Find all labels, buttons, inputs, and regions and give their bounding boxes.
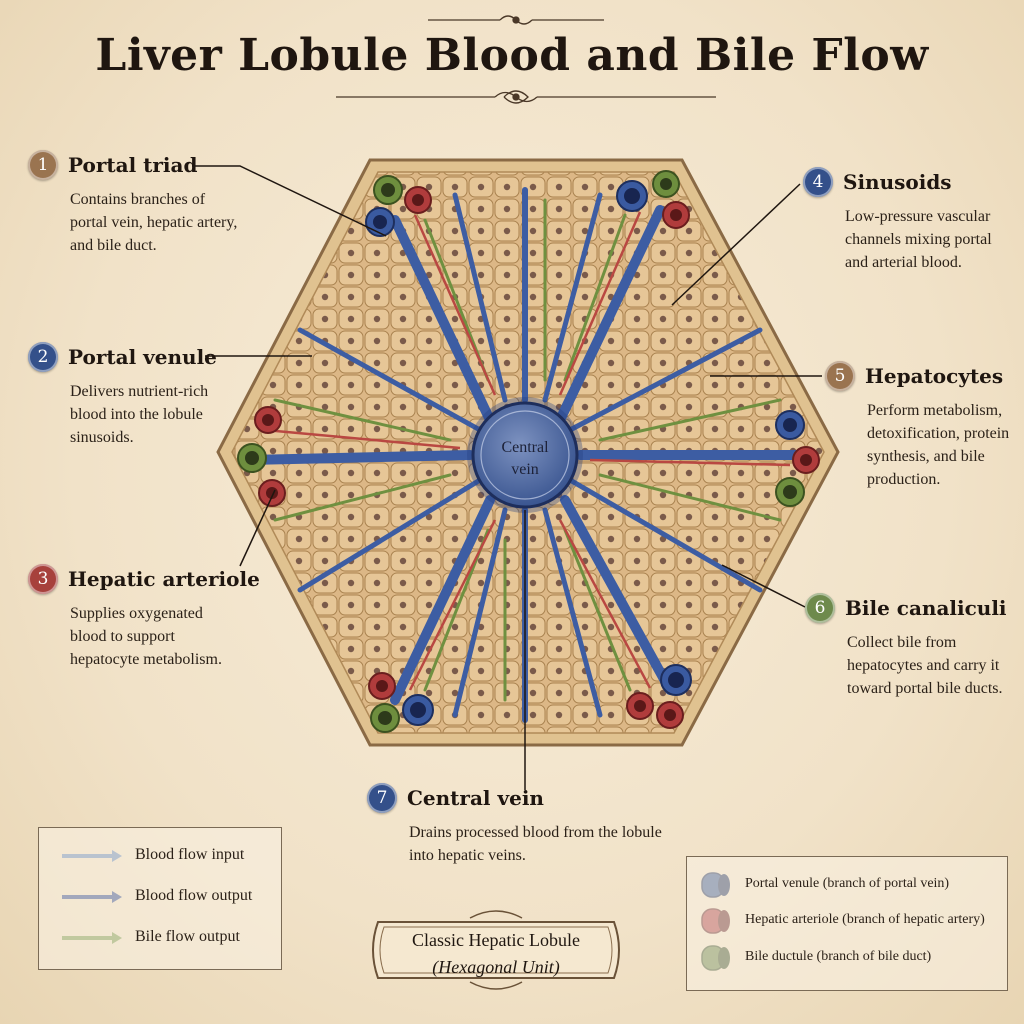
legend-label: Bile flow output [135, 928, 240, 945]
legend-label: Blood flow input [135, 846, 245, 863]
callout-number-badge: 3 [28, 564, 58, 594]
callout-bile-canaliculi: 6 Bile canaliculi Collect bile from hepa… [805, 593, 1020, 700]
legend-item-portal-venule: Portal venule (branch of portal vein) [745, 876, 949, 892]
classification-plaque [372, 910, 620, 990]
legend-label: Hepatic arteriole (branch of hepatic art… [745, 912, 985, 927]
central-vein-label-line2: vein [511, 461, 539, 478]
callout-description: Low-pressure vascular channels mixing po… [845, 208, 992, 271]
callout-number-badge: 1 [28, 150, 58, 180]
callout-description: Supplies oxygenated blood to support hep… [70, 605, 222, 668]
callout-portal-venule: 2 Portal venule Delivers nutrient-rich b… [28, 342, 268, 449]
portal-triad-top-left [365, 175, 432, 237]
portal-triad-top-right [616, 170, 690, 229]
callout-number-badge: 4 [803, 167, 833, 197]
central-vein: Central vein [467, 397, 583, 513]
legend-item-bile-output: Bile flow output [135, 928, 240, 946]
callout-description: Delivers nutrient-rich blood into the lo… [70, 383, 209, 446]
callout-title: Hepatocytes [865, 364, 1004, 388]
callout-title: Bile canaliculi [845, 596, 1007, 620]
callout-hepatocytes: 5 Hepatocytes Perform metabolism, detoxi… [825, 361, 1020, 491]
callout-number-badge: 6 [805, 593, 835, 623]
callout-title: Portal venule [68, 345, 217, 369]
legend-item-blood-output: Blood flow output [135, 887, 252, 905]
callout-number-badge: 2 [28, 342, 58, 372]
callout-title: Portal triad [68, 153, 198, 177]
portal-triad-left [237, 406, 286, 507]
callout-description: Drains processed blood from the lobule i… [409, 824, 662, 864]
vessel-legend [686, 856, 1008, 991]
callout-description: Contains branches of portal vein, hepati… [70, 191, 238, 254]
title-underline-flourish [336, 90, 716, 104]
callout-sinusoids: 4 Sinusoids Low-pressure vascular channe… [803, 167, 1013, 274]
plaque-subtitle: (Hexagonal Unit) [432, 957, 560, 977]
callout-number-badge: 5 [825, 361, 855, 391]
callout-title: Sinusoids [843, 170, 952, 194]
plaque-title: Classic Hepatic Lobule [412, 930, 580, 950]
legend-label: Bile ductule (branch of bile duct) [745, 949, 932, 964]
legend-item-bile-ductule: Bile ductule (branch of bile duct) [745, 949, 931, 965]
callout-description: Perform metabolism, detoxification, prot… [867, 402, 1010, 488]
top-flourish [428, 15, 604, 25]
flow-legend [38, 827, 282, 970]
callout-title: Hepatic arteriole [68, 567, 260, 591]
sinusoid-channels [245, 187, 805, 723]
callout-central-vein: 7 Central vein Drains processed blood fr… [367, 783, 697, 867]
central-vein-label-line1: Central [501, 439, 549, 456]
arteriole-channels [264, 211, 791, 691]
callout-description: Collect bile from hepatocytes and carry … [847, 634, 1003, 697]
leader-lines [192, 165, 822, 790]
page-title: Liver Lobule Blood and Bile Flow [95, 30, 929, 81]
legend-item-blood-input: Blood flow input [135, 846, 244, 864]
legend-label: Blood flow output [135, 887, 253, 904]
portal-triad-bottom-right [626, 664, 692, 729]
callout-hepatic-arteriole: 3 Hepatic arteriole Supplies oxygenated … [28, 564, 268, 671]
portal-triad-right [775, 410, 820, 507]
legend-item-hepatic-arteriole: Hepatic arteriole (branch of hepatic art… [745, 912, 985, 928]
callout-portal-triad: 1 Portal triad Contains branches of port… [28, 150, 268, 257]
callout-number-badge: 7 [367, 783, 397, 813]
callout-title: Central vein [407, 786, 544, 810]
legend-label: Portal venule (branch of portal vein) [745, 876, 950, 891]
portal-triad-bottom-left [368, 672, 434, 733]
